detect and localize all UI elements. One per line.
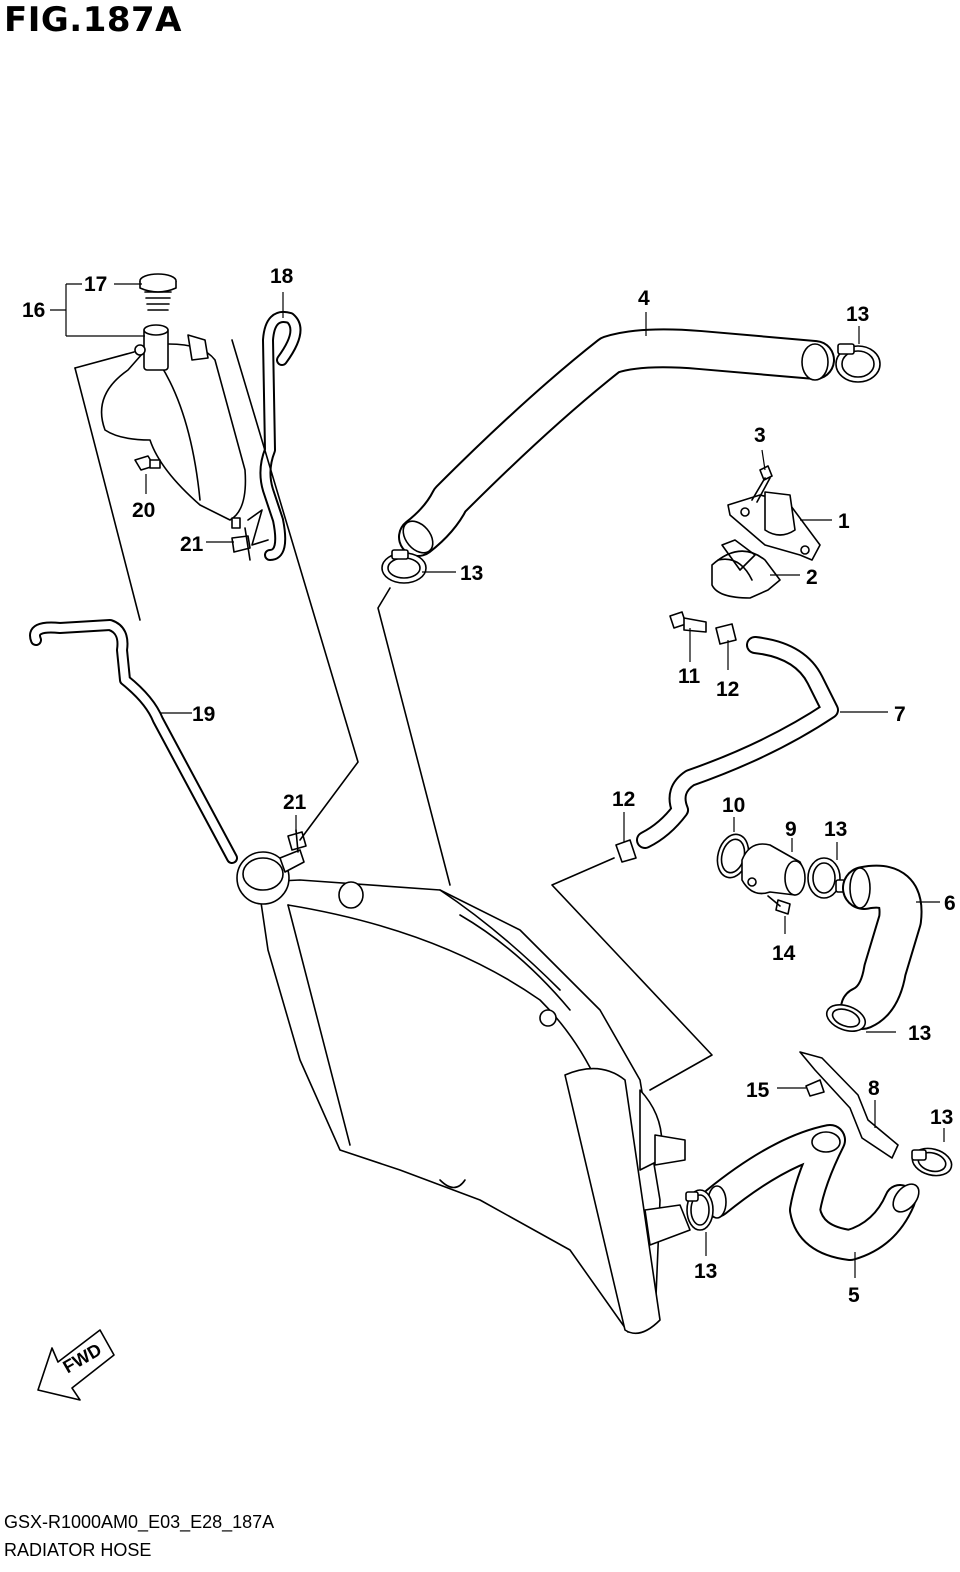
callout-labels: 1 2 3 4 5 6 7 8 9 10 11 12 12 13 13 13 1… (22, 265, 956, 1307)
clip-21-lower (287, 829, 307, 853)
leader-lines (50, 283, 945, 1278)
water-fitting (741, 843, 806, 896)
callout-3: 3 (754, 424, 766, 447)
callout-5: 5 (848, 1284, 860, 1307)
clamp-13-d (825, 1004, 867, 1032)
bolt-14 (767, 895, 791, 915)
bolt-11 (669, 611, 707, 633)
clamp-13-f (911, 1147, 953, 1177)
callout-9: 9 (785, 818, 797, 841)
callout-13-top: 13 (846, 303, 869, 326)
clamp-13-e (685, 1189, 714, 1231)
hose-4 (398, 328, 835, 557)
fwd-arrow-icon: FWD (37, 1329, 115, 1401)
thermostat-cover (727, 465, 821, 561)
callout-20: 20 (132, 499, 155, 522)
callout-13-hose4: 13 (460, 562, 483, 585)
callout-7: 7 (894, 703, 906, 726)
callout-13-hose5: 13 (930, 1106, 953, 1129)
clip-21-upper (231, 527, 251, 561)
bolt-15 (805, 1079, 825, 1097)
reference-lines (74, 339, 713, 1091)
figure-title: FIG.187A (4, 0, 182, 40)
reservoir-tank (100, 324, 247, 529)
callout-6: 6 (944, 892, 956, 915)
callout-2: 2 (806, 566, 818, 589)
hose-19 (29, 619, 238, 864)
callout-13-lower: 13 (694, 1260, 717, 1283)
callout-8: 8 (868, 1077, 880, 1100)
callout-1: 1 (838, 510, 850, 533)
bolt-20 (134, 455, 161, 471)
hose-6 (840, 864, 923, 1030)
callout-14: 14 (772, 942, 796, 965)
reservoir-cap (139, 273, 177, 311)
callout-13-hose6: 13 (908, 1022, 931, 1045)
clip-12-lower (615, 839, 637, 863)
callout-21-upper: 21 (180, 533, 204, 556)
callout-17: 17 (84, 273, 107, 296)
figure-name: RADIATOR HOSE (4, 1540, 152, 1560)
callout-16: 16 (22, 299, 45, 322)
clamp-13-c (807, 857, 846, 899)
callout-18: 18 (270, 265, 294, 288)
callout-19: 19 (192, 703, 215, 726)
clamp-13-b (381, 549, 427, 584)
hose-18 (247, 311, 302, 561)
callout-10: 10 (722, 794, 745, 817)
callout-13-fitting: 13 (824, 818, 847, 841)
clip-12-upper (715, 623, 737, 645)
bracket (799, 1051, 899, 1159)
figure-code: GSX-R1000AM0_E03_E28_187A (4, 1512, 275, 1532)
hose-5 (700, 1124, 920, 1261)
callout-11: 11 (678, 665, 701, 688)
callout-15: 15 (746, 1079, 770, 1102)
radiator (236, 849, 691, 1335)
callout-21-lower: 21 (283, 791, 307, 814)
thermostat (711, 539, 781, 599)
callout-12-upper: 12 (716, 678, 739, 701)
clamp-13-a (835, 343, 881, 383)
callout-12-lower: 12 (612, 788, 635, 811)
hose-7 (636, 636, 839, 849)
callout-4: 4 (638, 287, 650, 310)
